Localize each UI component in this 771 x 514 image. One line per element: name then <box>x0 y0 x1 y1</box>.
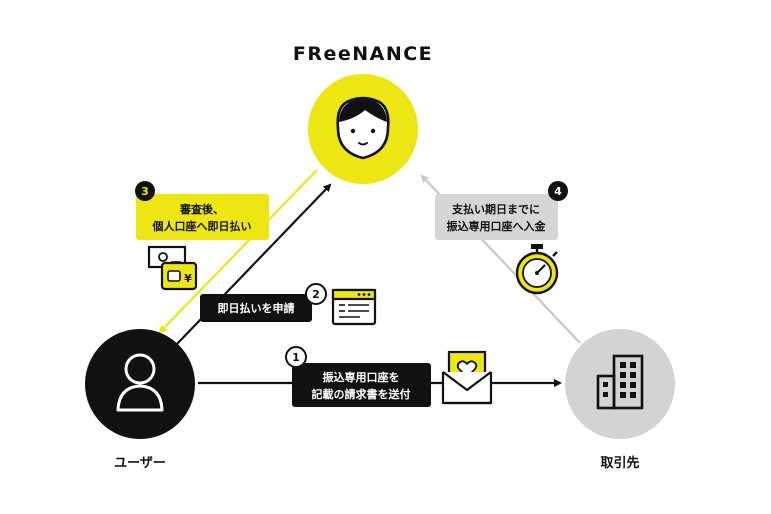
invoice-envelope-icon <box>441 350 493 405</box>
client-node <box>565 329 675 439</box>
step4-text-line1: 支払い期日までに <box>451 202 540 216</box>
step4-text-line2: 振込専用口座へ入金 <box>447 219 547 233</box>
user-icon <box>116 353 164 412</box>
cash-wallet-icon: ¥ <box>147 245 198 291</box>
browser-window-icon <box>331 288 377 326</box>
person-face-icon <box>336 96 390 160</box>
step1-badge: 1 <box>285 346 307 368</box>
step1-number: 1 <box>292 351 300 364</box>
step2-label: 即日払いを申請 <box>200 294 312 322</box>
step2-number: 2 <box>312 288 320 301</box>
user-label: ユーザー <box>114 456 166 471</box>
user-node <box>85 329 195 439</box>
step1-text-line1: 振込専用口座を <box>323 370 400 384</box>
step4-label: 支払い期日までに 振込専用口座へ入金 <box>435 194 558 240</box>
step1-text-line2: 記載の請求書を送付 <box>312 387 411 401</box>
step2-text: 即日払いを申請 <box>218 301 295 315</box>
brand-logo: FReeNANCE <box>293 43 433 65</box>
step3-label: 審査後、 個人口座へ即日払い <box>136 194 269 240</box>
freenance-node <box>308 74 418 184</box>
arrow-freenance-to-user <box>158 169 318 334</box>
building-icon <box>596 354 644 410</box>
svg-text:¥: ¥ <box>184 272 192 285</box>
stopwatch-icon <box>515 244 559 295</box>
step4-number: 4 <box>554 185 562 198</box>
step3-number: 3 <box>141 185 149 198</box>
step3-text-line2: 個人口座へ即日払い <box>152 219 252 233</box>
client-label: 取引先 <box>600 455 639 471</box>
step2-badge: 2 <box>305 283 327 305</box>
step4-badge: 4 <box>548 181 568 201</box>
step3-text-line1: 審査後、 <box>179 202 224 216</box>
step3-badge: 3 <box>135 181 155 201</box>
step1-label: 振込専用口座を 記載の請求書を送付 <box>292 363 431 407</box>
